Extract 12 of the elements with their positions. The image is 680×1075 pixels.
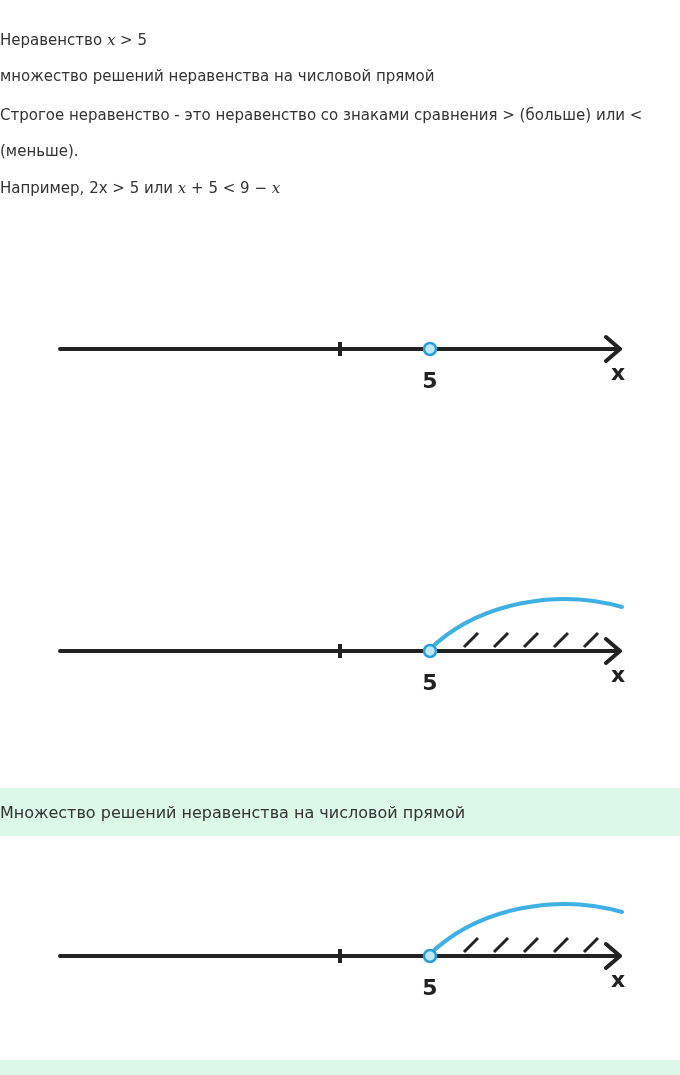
axis-label: x [610, 361, 626, 385]
text-paragraph: Строгое неравенство - это неравенство со знаками сравнения > (больше) или < (меньше). [0, 105, 644, 162]
text-paragraph: Например, 2x > 5 или x + 5 < 9 − x [0, 178, 282, 198]
highlight-band [0, 788, 680, 836]
text-paragraph: Неравенство x > 5 [0, 30, 148, 50]
axis-label: x [610, 968, 626, 992]
axis-label: x [610, 663, 626, 687]
text-paragraph: множество решений неравенства на числовой прямой [0, 66, 436, 86]
section-heading: Множество решений неравенства на числовой прямой [0, 802, 466, 822]
tick-label: 5 [422, 369, 438, 393]
tick-label: 5 [422, 671, 438, 695]
tick-label: 5 [422, 976, 438, 1000]
